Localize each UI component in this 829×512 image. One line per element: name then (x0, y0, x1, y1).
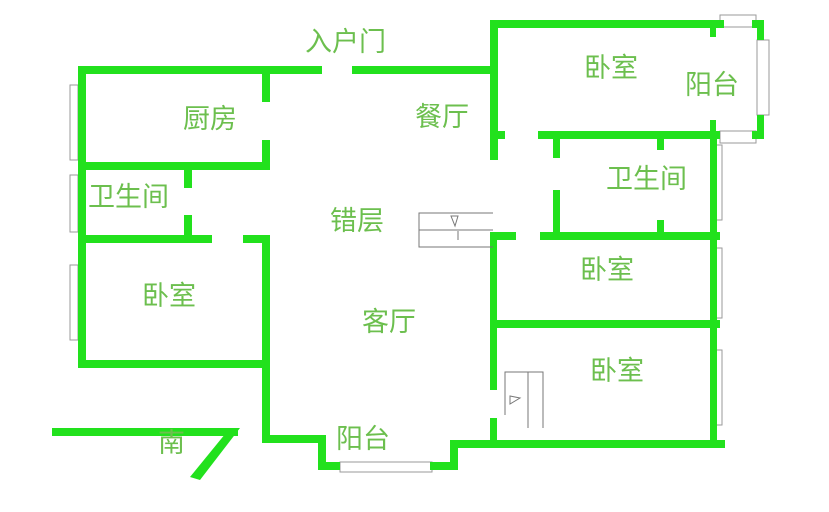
stair-split-level (418, 212, 493, 248)
walls (78, 20, 764, 470)
bedroom-left-label: 卧室 (142, 281, 196, 312)
balcony-top-right-label: 阳台 (685, 70, 739, 101)
dining-room-label: 餐厅 (415, 102, 469, 133)
split-level-label: 错层 (330, 206, 384, 237)
living-room-label: 客厅 (362, 307, 416, 338)
stair-bedroom (504, 371, 544, 428)
bathroom-right-label: 卫生间 (606, 164, 687, 195)
bedroom-mid-right-label: 卧室 (580, 255, 634, 286)
south-compass-arrow (52, 428, 240, 480)
entrance-door-label: 入户门 (305, 27, 386, 58)
south-label: 南 (158, 428, 185, 459)
kitchen-label: 厨房 (183, 104, 237, 135)
bedroom-bottom-right-label: 卧室 (590, 356, 644, 387)
bedroom-top-right-label: 卧室 (584, 53, 638, 84)
balcony-south-label: 阳台 (336, 424, 390, 455)
bathroom-left-label: 卫生间 (88, 182, 169, 213)
